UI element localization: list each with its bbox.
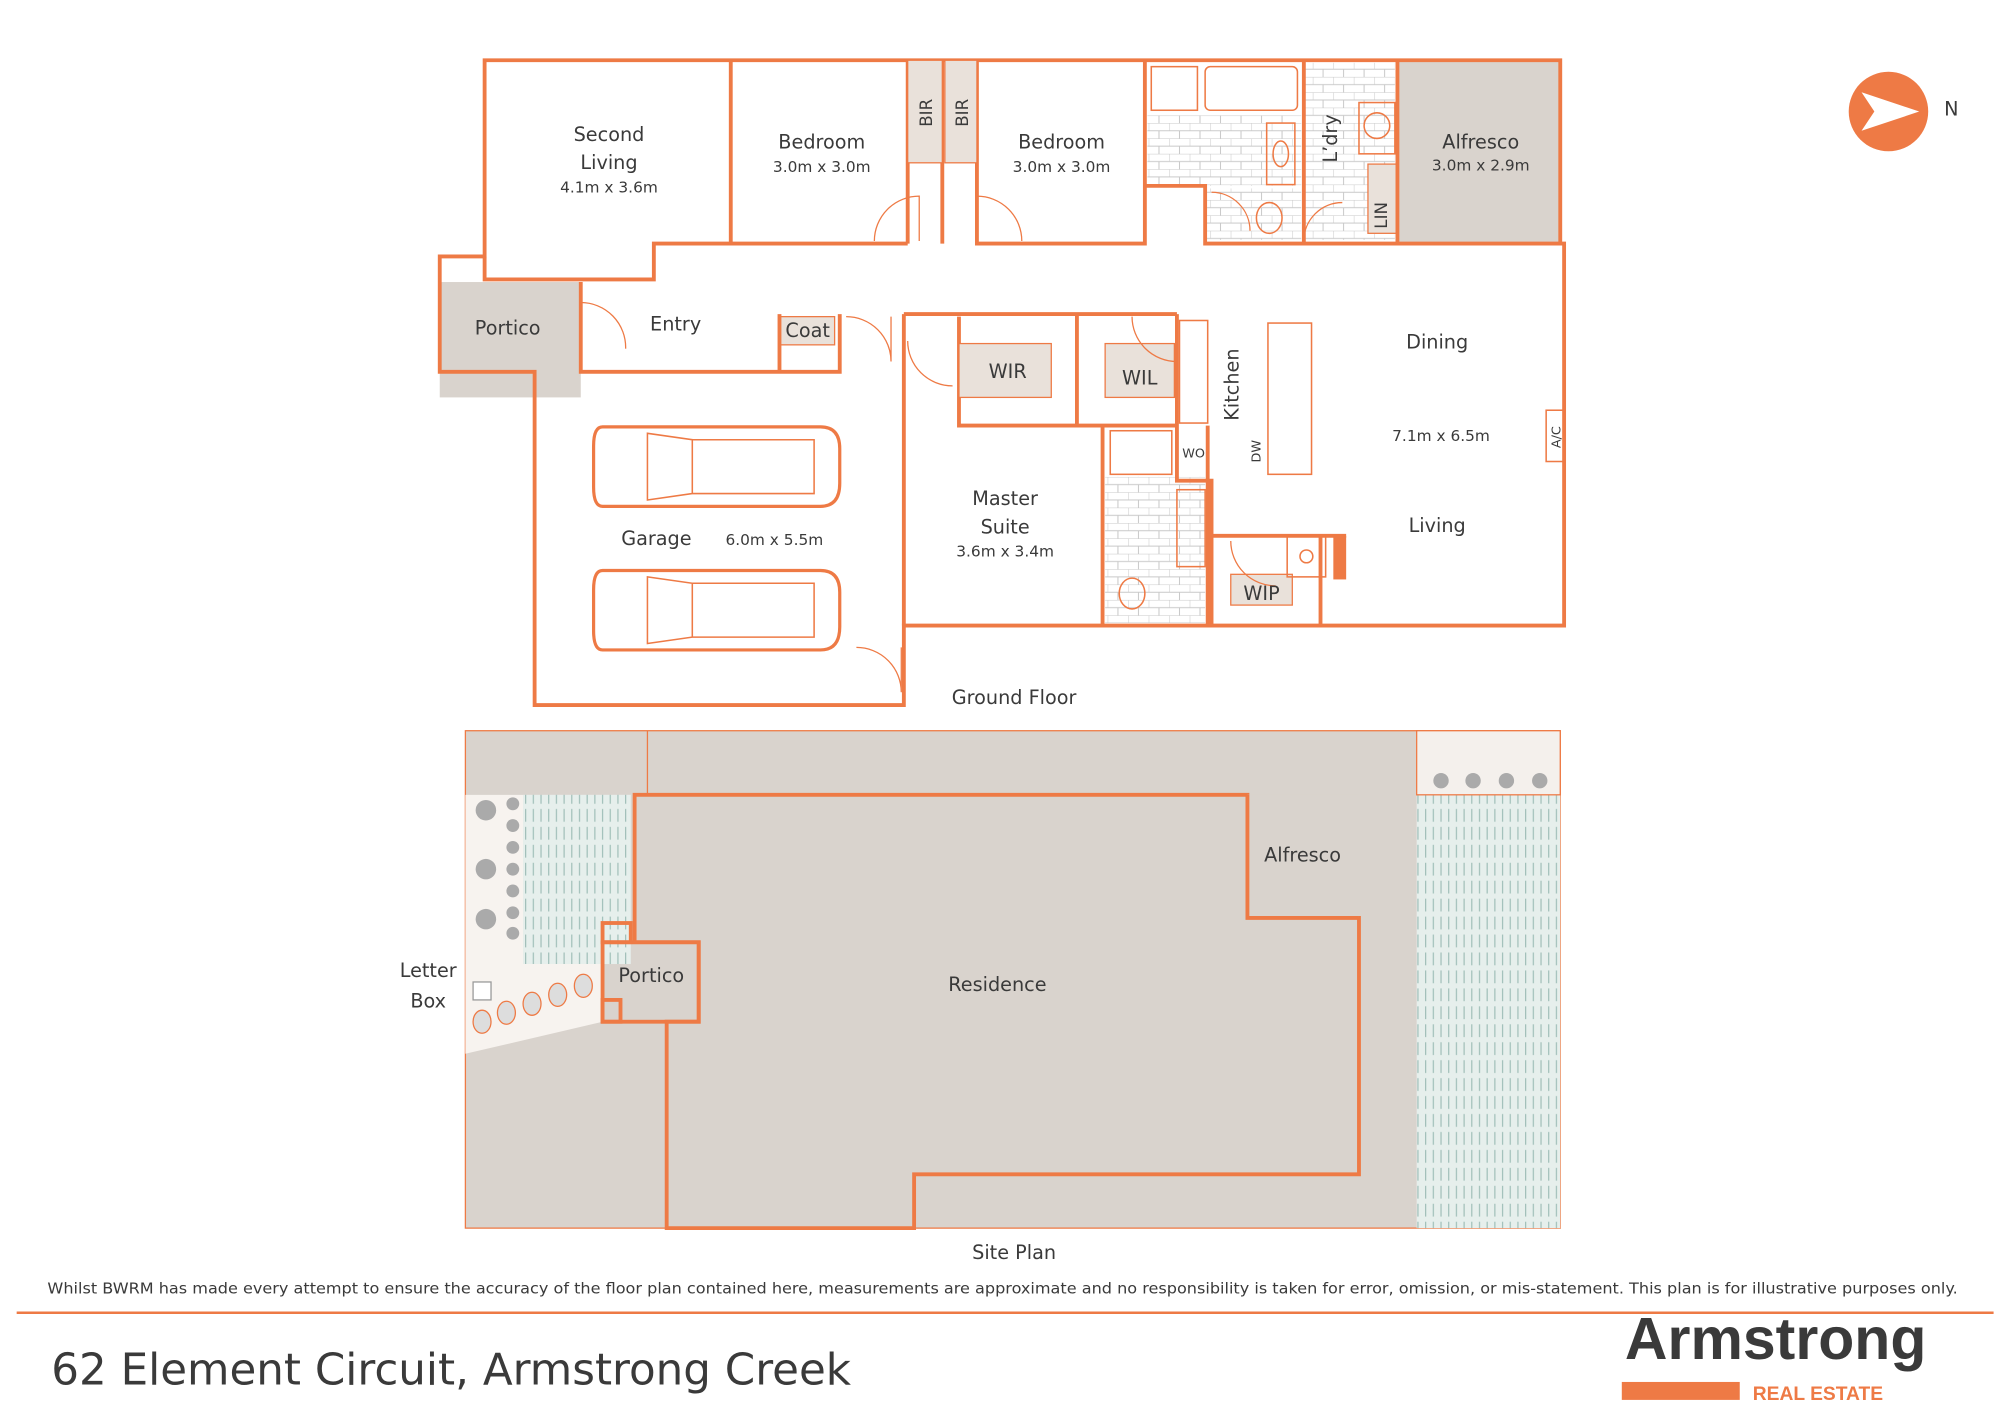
room-label: Bedroom [778,131,865,154]
ground-floor-title: Ground Floor [952,686,1077,709]
svg-text:REAL ESTATE: REAL ESTATE [1753,1384,1883,1405]
site-label: Box [410,990,446,1013]
room-label: Coat [785,319,830,342]
room-dims: 3.6m x 3.4m [956,542,1054,560]
site-label: Letter [400,959,457,982]
car-icon [591,568,842,652]
room-label: WO [1182,447,1205,462]
wip-closet [1230,573,1293,606]
room-label: Living [580,151,637,174]
wil-closet [1104,342,1175,399]
site-plan-labels: Alfresco Residence Portico Letter Box Si… [400,843,1341,1263]
room-label: Second [574,123,645,146]
room-label: Garage [621,527,691,550]
wir-closet [958,342,1052,399]
alfresco-area [1397,60,1561,244]
room-label: LIN [1372,202,1391,229]
coat-closet [780,316,836,346]
site-portico [600,940,701,1024]
car-icon [591,425,842,508]
svg-text:Armstrong: Armstrong [1625,1307,1926,1372]
room-label: WIL [1122,367,1158,390]
room-dims: 7.1m x 6.5m [1392,427,1490,445]
room-label: A/C [1549,426,1564,448]
room-label: WIP [1243,582,1279,605]
room-label: BIR [953,98,972,126]
ground-floor-labels: Second Living 4.1m x 3.6m Bedroom 3.0m x… [475,98,1564,708]
armstrong-logo: Armstrong REAL ESTATE [1621,1307,1926,1405]
room-label: BIR [917,98,936,126]
linen-closet [1367,163,1397,234]
ground-floor-plan [437,58,1567,707]
room-label: Dining [1406,331,1468,354]
room-label: L’dry [1319,114,1342,162]
room-label: Master [972,487,1038,510]
room-label: Alfresco [1442,131,1519,154]
room-label: Entry [650,313,701,336]
room-label: Kitchen [1220,348,1243,420]
room-label: DW [1249,440,1264,463]
north-arrow-icon [1848,71,1929,152]
letter-box-icon [472,981,492,1001]
room-label: Living [1409,514,1466,537]
site-label: Residence [948,973,1046,996]
site-plan [464,730,1561,1231]
room-dims: 3.0m x 2.9m [1432,157,1530,175]
room-dims: 3.0m x 3.0m [1013,158,1111,176]
room-label: Suite [981,515,1030,538]
disclaimer: Whilst BWRM has made every attempt to en… [47,1279,1957,1297]
room-dims: 3.0m x 3.0m [773,158,871,176]
room-label: Bedroom [1018,131,1105,154]
room-label: Portico [475,317,541,340]
room-label: WIR [989,360,1027,383]
site-plan-title: Site Plan [972,1241,1056,1264]
portico-area [439,282,581,398]
room-dims: 4.1m x 3.6m [560,178,658,196]
shrub-icons [475,773,1548,940]
property-address: 62 Element Circuit, Armstrong Creek [51,1346,852,1396]
site-label: Alfresco [1264,843,1341,866]
north-label: N [1944,97,1958,120]
room-dims: 6.0m x 5.5m [725,531,823,549]
site-label: Portico [618,964,684,987]
bir-2-closet [944,59,978,164]
bir-1-closet [907,59,943,164]
stepping-stones [472,973,593,1034]
